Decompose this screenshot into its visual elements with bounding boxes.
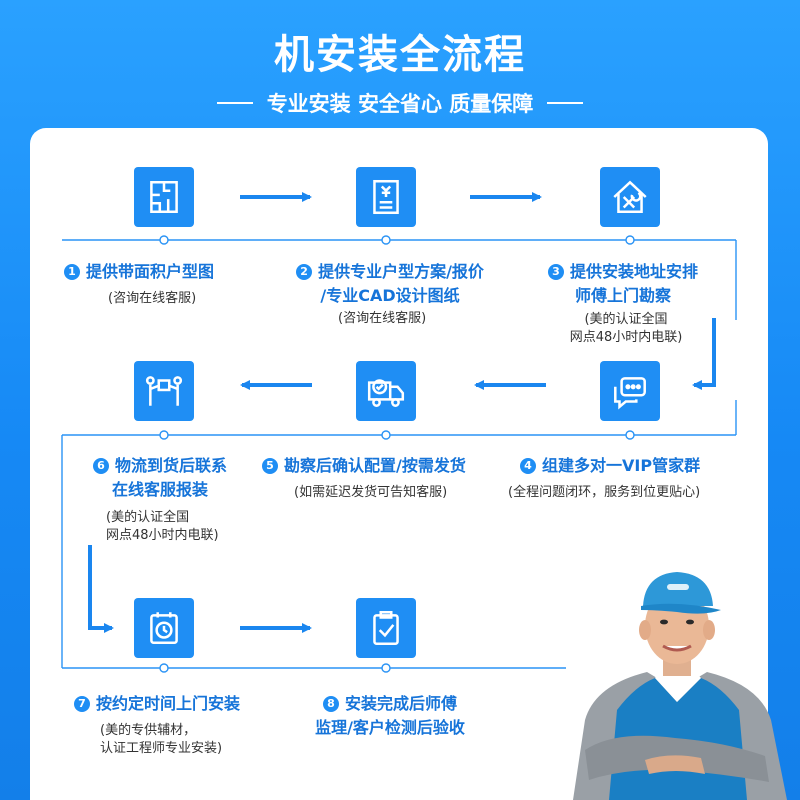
step-4-number: 4 [520, 458, 536, 474]
floorplan-icon [134, 167, 194, 227]
node-dot-8 [381, 663, 391, 673]
step-7-title: 7 按约定时间上门安装 [74, 692, 274, 716]
step-3-desc: (美的认证全国 网点48小时内电联) [556, 311, 696, 347]
schedule-clock-icon [134, 598, 194, 658]
step-4-title: 4 组建多对一VIP管家群 [520, 454, 740, 478]
checklist-icon [356, 598, 416, 658]
step-7-desc: (美的专供辅材， 认证工程师专业安装) [100, 722, 222, 758]
step-1-title: 1 提供带面积户型图 [64, 260, 264, 284]
page-title: 机安装全流程 [274, 32, 526, 78]
quote-document-icon [356, 167, 416, 227]
node-dot-4 [625, 430, 635, 440]
package-handover-icon [134, 361, 194, 421]
step-3-desc-line-1: (美的认证全国 [584, 312, 668, 327]
step-2-desc: (咨询在线客服) [338, 311, 427, 326]
step-6-title: 6 物流到货后联系 在线客服报装 [70, 454, 250, 502]
step-6-title-line-1: 物流到货后联系 [114, 456, 227, 475]
step-1-desc: (咨询在线客服) [108, 291, 197, 306]
node-dot-7 [159, 663, 169, 673]
subtitle-left-divider [216, 102, 253, 104]
elbow-arrow-6-to-7 [88, 545, 114, 633]
step-8-title: 8 安装完成后师傅 监理/客户检测后验收 [290, 692, 490, 740]
step-8-title-line-1: 安装完成后师傅 [344, 694, 457, 713]
step-3-title-line-2: 师傅上门勘察 [574, 286, 671, 305]
step-6-title-line-2: 在线客服报装 [111, 480, 208, 499]
step-4-title-line-1: 组建多对一VIP管家群 [542, 456, 701, 475]
step-8-title-line-2: 监理/客户检测后验收 [315, 718, 465, 737]
subtitle-right-divider [547, 102, 584, 104]
step-1-number: 1 [64, 264, 80, 280]
step-2-title-line-1: 提供专业户型方案/报价 [318, 262, 484, 281]
chat-bubble-icon [600, 361, 660, 421]
step-2-title: 2 提供专业户型方案/报价 /专业CAD设计图纸 [275, 260, 505, 308]
node-dot-5 [381, 430, 391, 440]
step-5-title-line-1: 勘察后确认配置/按需发货 [284, 456, 466, 475]
step-3-number: 3 [547, 264, 564, 280]
step-6-desc-line-2: 网点48小时内电联) [106, 528, 219, 543]
step-7-title-line-1: 按约定时间上门安装 [96, 694, 241, 713]
step-5-desc: (如需延迟发货可告知客服) [294, 485, 448, 500]
step-3-title-line-1: 提供安装地址安排 [569, 262, 698, 281]
node-dot-6 [159, 430, 169, 440]
step-7-number: 7 [74, 696, 90, 712]
node-dot-3 [625, 235, 635, 245]
step-8-number: 8 [322, 696, 339, 712]
page-subtitle: 专业安装 安全省心 质量保障 [0, 88, 800, 118]
step-5-number: 5 [262, 458, 278, 474]
node-dot-2 [381, 235, 391, 245]
house-tools-icon [600, 167, 660, 227]
step-6-desc-line-1: (美的认证全国 [106, 510, 190, 525]
step-3-desc-line-2: 网点48小时内电联) [569, 330, 683, 345]
step-7-desc-line-2: 认证工程师专业安装) [100, 741, 223, 756]
subtitle-text: 专业安装 安全省心 质量保障 [266, 92, 534, 116]
delivery-truck-icon [356, 361, 416, 421]
step-4-desc: (全程问题闭环，服务到位更贴心) [508, 485, 701, 500]
step-3-title: 3 提供安装地址安排 师傅上门勘察 [528, 260, 718, 308]
step-2-number: 2 [296, 264, 313, 280]
step-1-title-line-1: 提供带面积户型图 [86, 262, 215, 281]
step-2-title-line-2: /专业CAD设计图纸 [320, 286, 460, 305]
step-7-desc-line-1: (美的专供辅材， [100, 723, 197, 738]
elbow-arrow-3-to-4 [692, 318, 716, 390]
technician-photo [573, 572, 787, 800]
step-5-title: 5 勘察后确认配置/按需发货 [262, 454, 512, 478]
step-6-number: 6 [92, 458, 109, 474]
node-dot-1 [159, 235, 169, 245]
step-6-desc: (美的认证全国 网点48小时内电联) [106, 509, 219, 545]
